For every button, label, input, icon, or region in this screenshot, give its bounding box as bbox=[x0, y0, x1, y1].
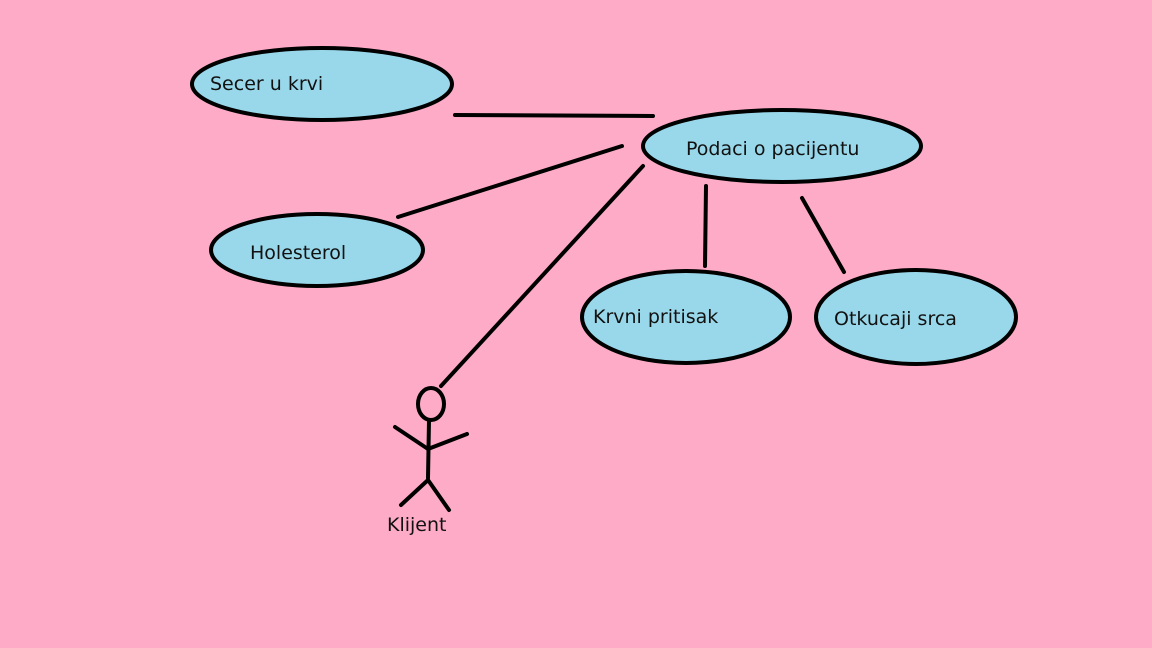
usecase-holesterol[interactable]: Holesterol bbox=[209, 212, 425, 288]
usecase-label: Holesterol bbox=[250, 242, 346, 264]
edge-secer-to-podaci bbox=[453, 113, 655, 118]
edge-actor-to-podaci bbox=[439, 164, 645, 388]
connectors bbox=[396, 113, 846, 388]
usecase-label: Secer u krvi bbox=[210, 73, 323, 95]
usecase-otkucaji-srca[interactable]: Otkucaji srca bbox=[814, 268, 1018, 366]
actor-label: Klijent bbox=[387, 514, 446, 536]
edge-krvni-to-podaci bbox=[703, 184, 708, 268]
usecase-label: Podaci o pacijentu bbox=[686, 138, 859, 160]
usecase-label: Krvni pritisak bbox=[593, 306, 718, 328]
actor-left-arm bbox=[393, 425, 430, 451]
usecase-ellipse bbox=[580, 269, 792, 365]
actor-left-leg bbox=[399, 478, 430, 507]
edge-otkucaji-to-podaci bbox=[800, 196, 846, 274]
usecase-ellipse bbox=[209, 212, 425, 288]
usecase-label: Otkucaji srca bbox=[834, 308, 957, 330]
actor-right-leg bbox=[426, 478, 451, 512]
usecase-ellipse bbox=[190, 46, 454, 122]
usecase-podaci-o-pacijentu[interactable]: Podaci o pacijentu bbox=[641, 108, 923, 184]
usecase-secer-u-krvi[interactable]: Secer u krvi bbox=[190, 46, 454, 122]
actor-klijent[interactable]: Klijent bbox=[387, 386, 469, 536]
usecase-ellipse bbox=[814, 268, 1018, 366]
usecase-krvni-pritisak[interactable]: Krvni pritisak bbox=[580, 269, 792, 365]
edge-holesterol-to-podaci bbox=[396, 144, 624, 219]
actor-right-arm bbox=[426, 432, 469, 451]
usecase-ellipse bbox=[641, 108, 923, 184]
